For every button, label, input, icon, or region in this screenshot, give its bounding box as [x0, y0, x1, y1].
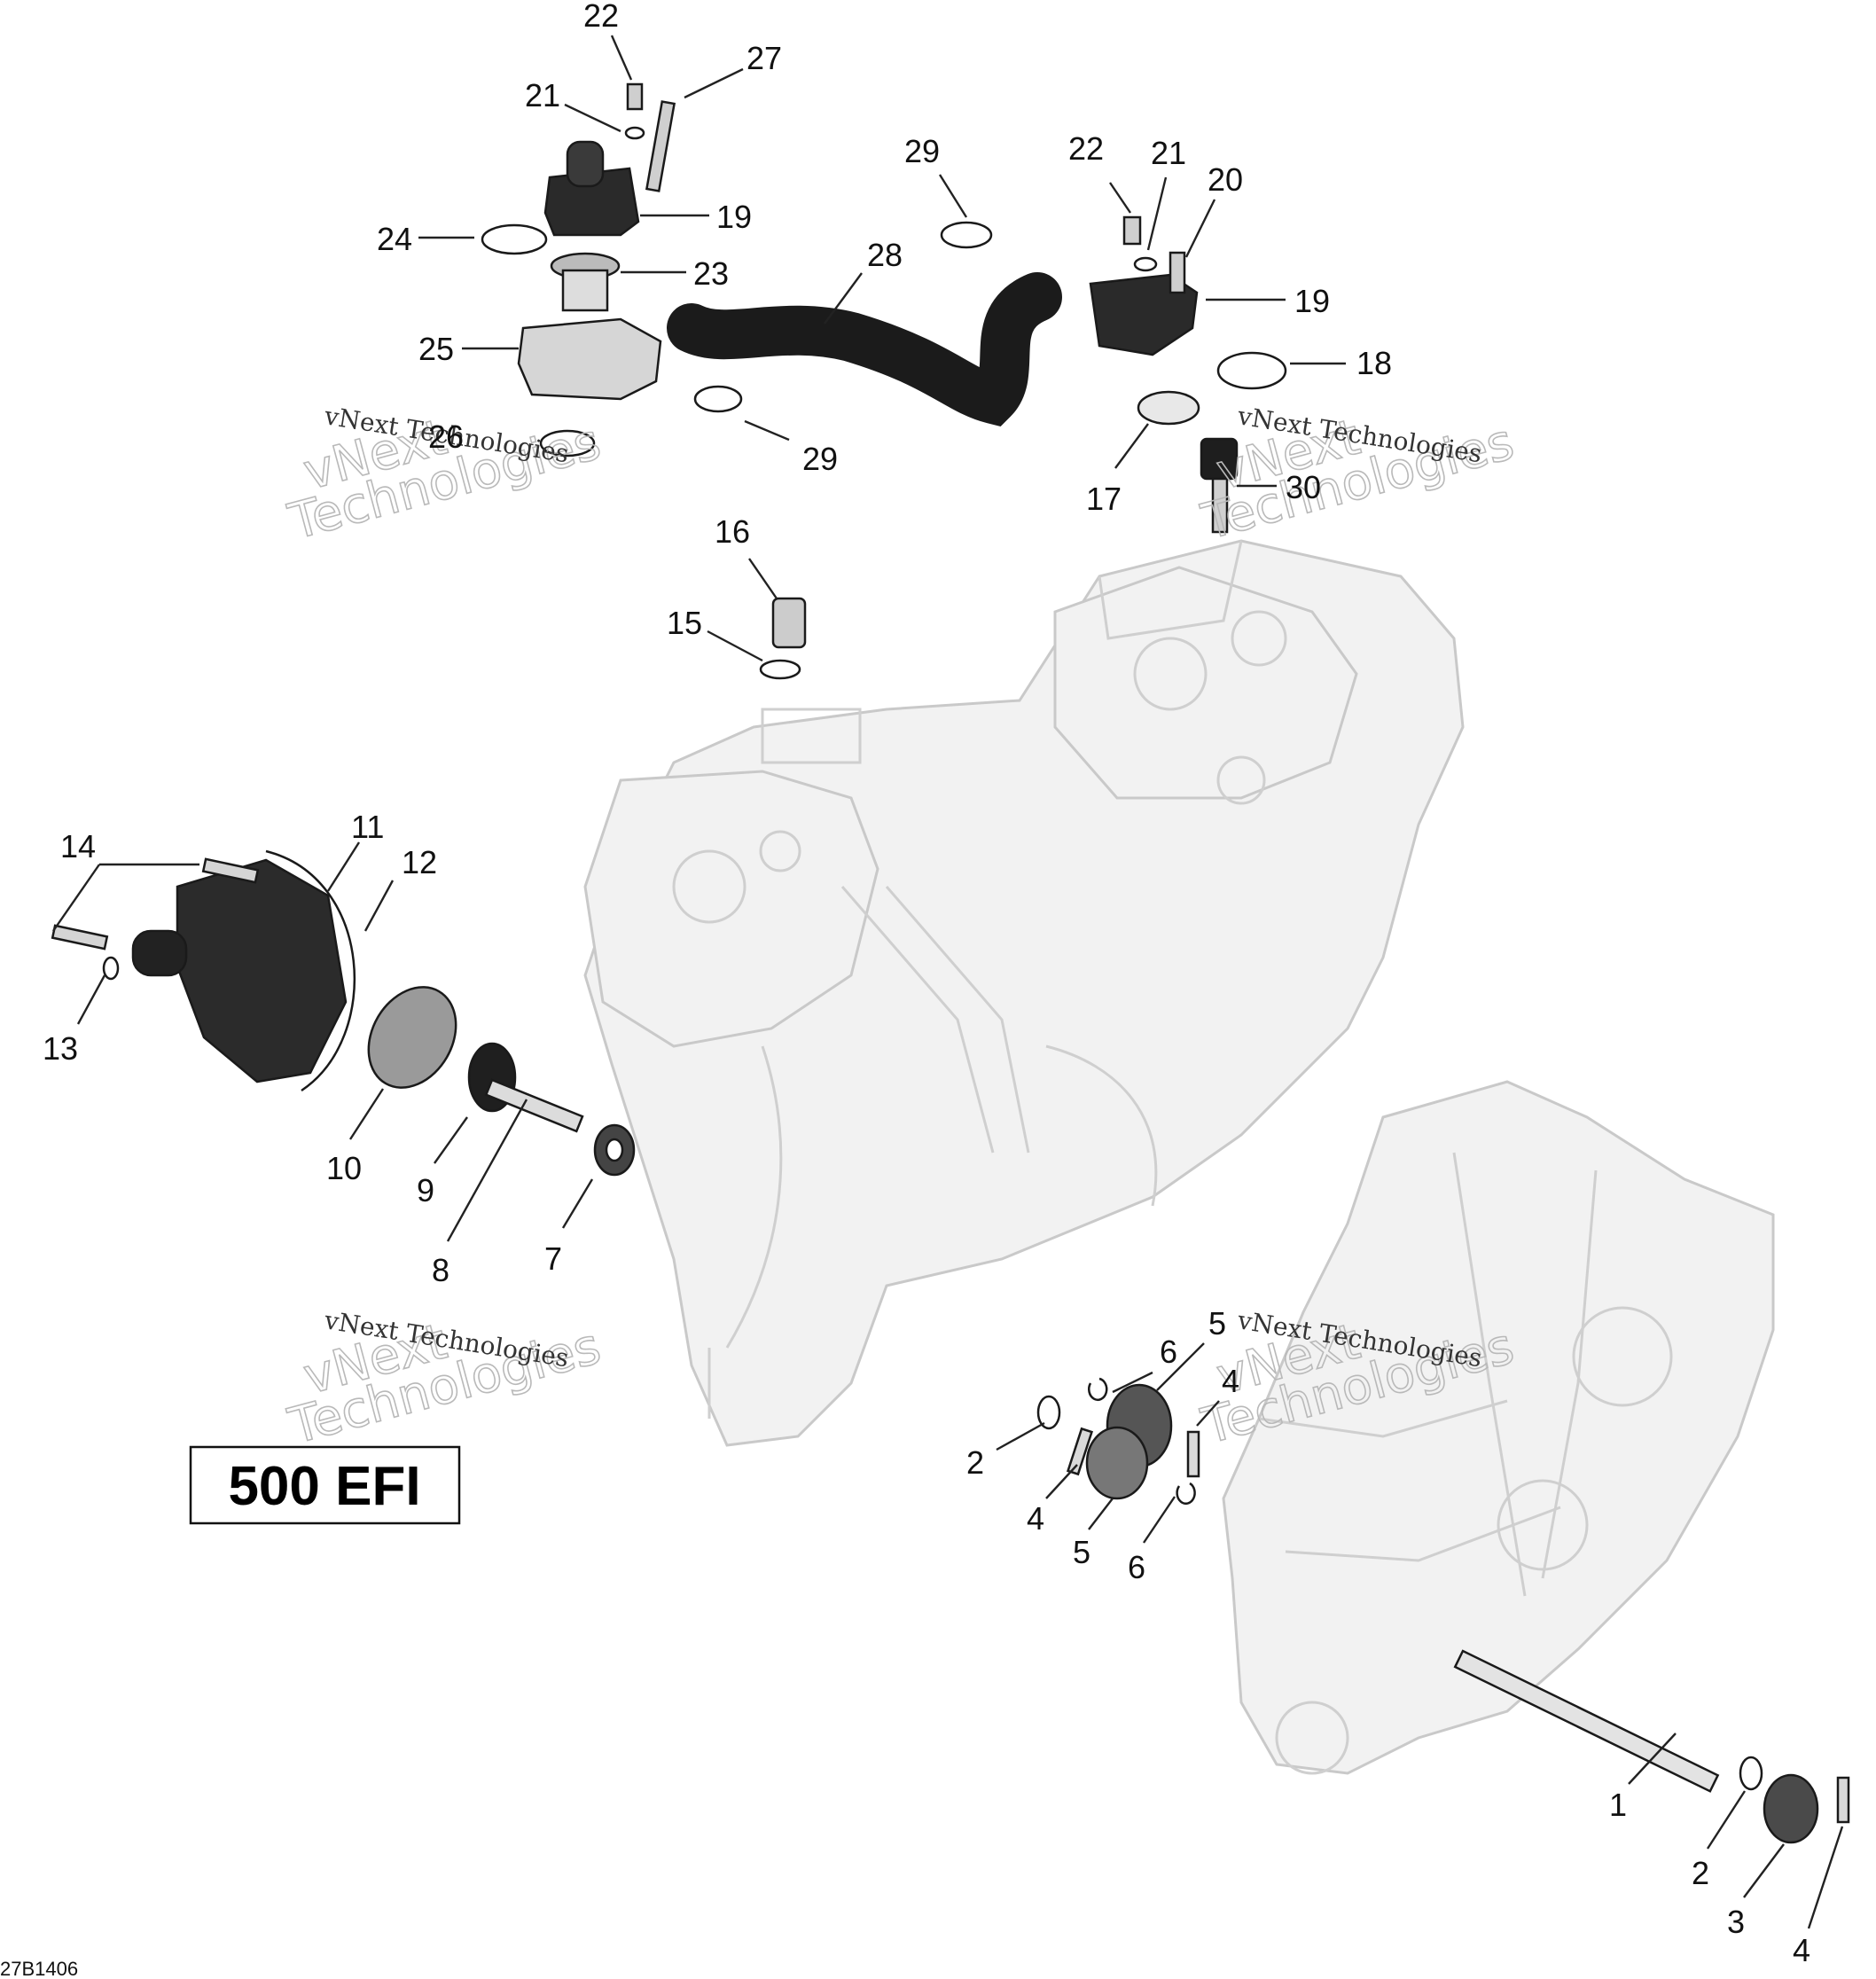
callout-4-left: 4	[1027, 1500, 1044, 1537]
callout-4-bottom: 4	[1793, 1932, 1810, 1968]
callout-17: 17	[1086, 481, 1122, 517]
callout-11: 11	[351, 809, 384, 845]
callout-2-left: 2	[966, 1444, 984, 1481]
callout-5-top: 5	[1208, 1305, 1226, 1341]
callout-25: 25	[418, 331, 454, 367]
callout-4-top: 4	[1222, 1363, 1239, 1399]
callout-23: 23	[693, 255, 729, 292]
callout-30: 30	[1286, 469, 1321, 505]
callout-18: 18	[1356, 345, 1392, 381]
callout-24: 24	[377, 221, 412, 257]
callout-14: 14	[60, 828, 96, 864]
callout-27: 27	[746, 40, 782, 76]
callout-16: 16	[715, 513, 750, 550]
callout-28: 28	[867, 237, 903, 273]
water-pump-parts	[51, 849, 636, 1177]
callout-20: 20	[1208, 161, 1243, 198]
crankcase-illustration	[1222, 1080, 1775, 1775]
coolant-parts	[481, 82, 1287, 680]
callout-12: 12	[402, 844, 437, 880]
callout-6-bottom: 6	[1128, 1549, 1145, 1585]
callout-3: 3	[1727, 1904, 1745, 1940]
callout-21-right: 21	[1151, 135, 1186, 171]
callout-10: 10	[326, 1150, 362, 1186]
callout-15: 15	[667, 605, 702, 641]
callout-22-right: 22	[1068, 130, 1104, 167]
leader-lines	[52, 35, 1844, 1929]
model-badge: 500 EFI	[189, 1445, 461, 1525]
callout-22: 22	[583, 0, 619, 34]
callout-21: 21	[525, 77, 560, 113]
callout-29-bottom: 29	[802, 441, 838, 477]
callout-29-top: 29	[904, 133, 940, 169]
callout-labels: 22 27 21 19 24 23 25 26 29 28 29 22 21 2…	[43, 0, 1810, 1968]
callout-2-bottom: 2	[1692, 1855, 1709, 1891]
callout-19-right: 19	[1294, 283, 1330, 319]
callout-5-bottom: 5	[1073, 1534, 1090, 1570]
callout-6-top: 6	[1160, 1334, 1177, 1370]
model-badge-label: 500 EFI	[228, 1456, 420, 1517]
callout-9: 9	[417, 1172, 434, 1209]
callout-19: 19	[716, 199, 752, 235]
callout-26: 26	[428, 418, 464, 455]
callout-1: 1	[1609, 1787, 1627, 1823]
callout-8: 8	[432, 1252, 449, 1288]
engine-block-illustration	[583, 539, 1465, 1447]
drawing-code: 27B1406	[0, 1958, 78, 1979]
callout-13: 13	[43, 1030, 78, 1067]
callout-7: 7	[544, 1240, 562, 1277]
gear-parts	[1036, 1377, 1850, 1844]
